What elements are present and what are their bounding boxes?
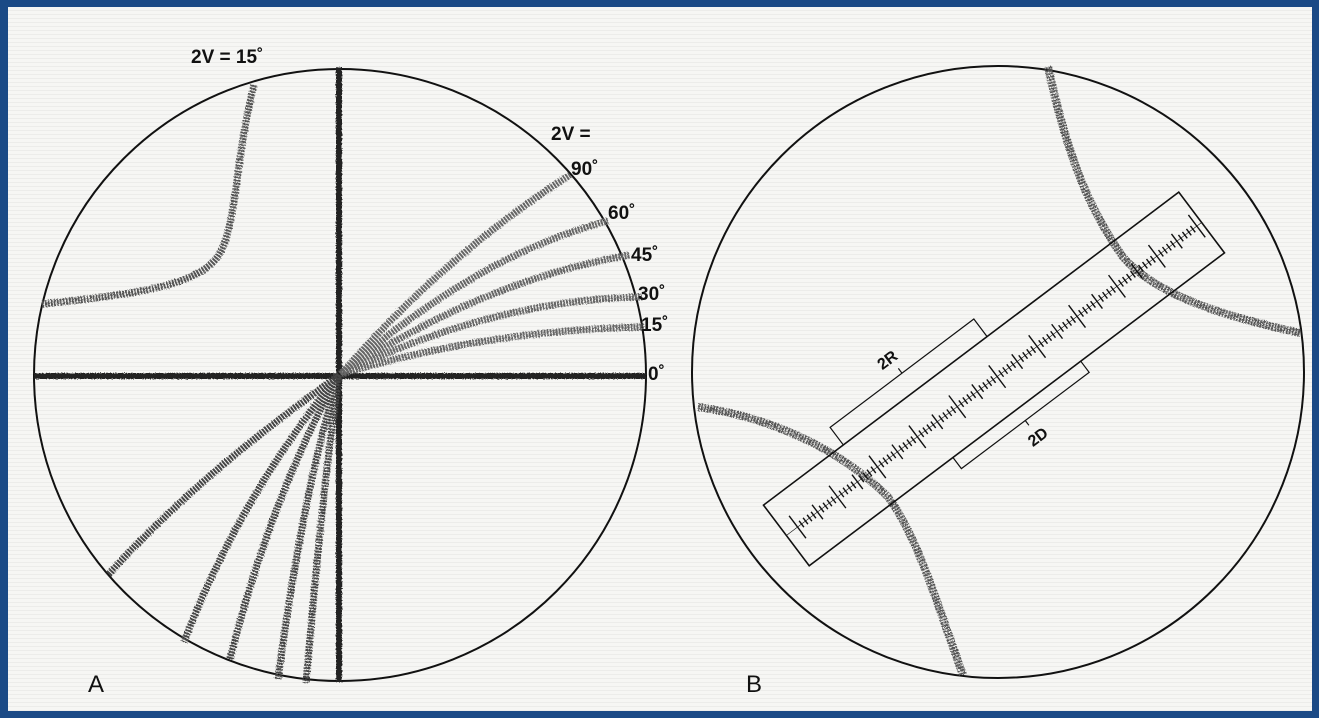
isogyre-90 <box>338 172 572 377</box>
label-90: 90˚ <box>571 159 598 180</box>
panel-b-circle <box>691 65 1305 679</box>
label-2r: 2R <box>875 347 902 373</box>
panel-b-isogyre-lower <box>697 403 967 677</box>
panel-b-letter: B <box>746 671 762 698</box>
isogyre-15 <box>339 323 645 378</box>
panel-a-letter: A <box>88 671 104 698</box>
ruler-axis <box>786 222 1202 536</box>
panel-a: 2V = 15˚ 2V = 90˚ 60˚ 45˚ 30˚ 15˚ 0˚ A <box>33 47 668 698</box>
bracket-2d-tick <box>1024 420 1030 426</box>
label-45: 45˚ <box>631 245 658 266</box>
label-60: 60˚ <box>608 203 635 224</box>
panel-b: 2R 2D B <box>691 65 1305 698</box>
figure-frame: 2V = 15˚ 2V = 90˚ 60˚ 45˚ 30˚ 15˚ 0˚ A 2… <box>8 7 1312 711</box>
panel-b-isogyre-upper <box>1044 66 1301 337</box>
label-2d: 2D <box>1025 425 1052 451</box>
label-2v-header: 2V = <box>551 124 591 145</box>
bracket-2d <box>952 360 1091 470</box>
isogyre-45 <box>339 251 631 377</box>
label-15: 15˚ <box>641 315 668 336</box>
isogyre-lower-60 <box>180 372 342 644</box>
label-30: 30˚ <box>638 284 665 305</box>
isogyre-fan-upper <box>338 172 645 378</box>
isogyre-fan-lower <box>105 372 343 684</box>
bracket-2r-tick <box>897 368 903 374</box>
isogyre-lower-30 <box>274 373 343 680</box>
isogyre-60 <box>338 217 609 377</box>
isogyre-lower-15 <box>302 374 343 684</box>
isogyre-2v-15 <box>41 84 258 308</box>
label-0: 0˚ <box>648 364 665 385</box>
micrometer-ruler: 2R 2D <box>762 191 1226 567</box>
isogyre-lower-45 <box>226 373 343 660</box>
isogyre-lower-90 <box>105 372 342 578</box>
panel-a-cross <box>34 67 646 682</box>
figure-svg: 2V = 15˚ 2V = 90˚ 60˚ 45˚ 30˚ 15˚ 0˚ A 2… <box>33 47 1305 698</box>
label-2v-15: 2V = 15˚ <box>191 47 263 68</box>
